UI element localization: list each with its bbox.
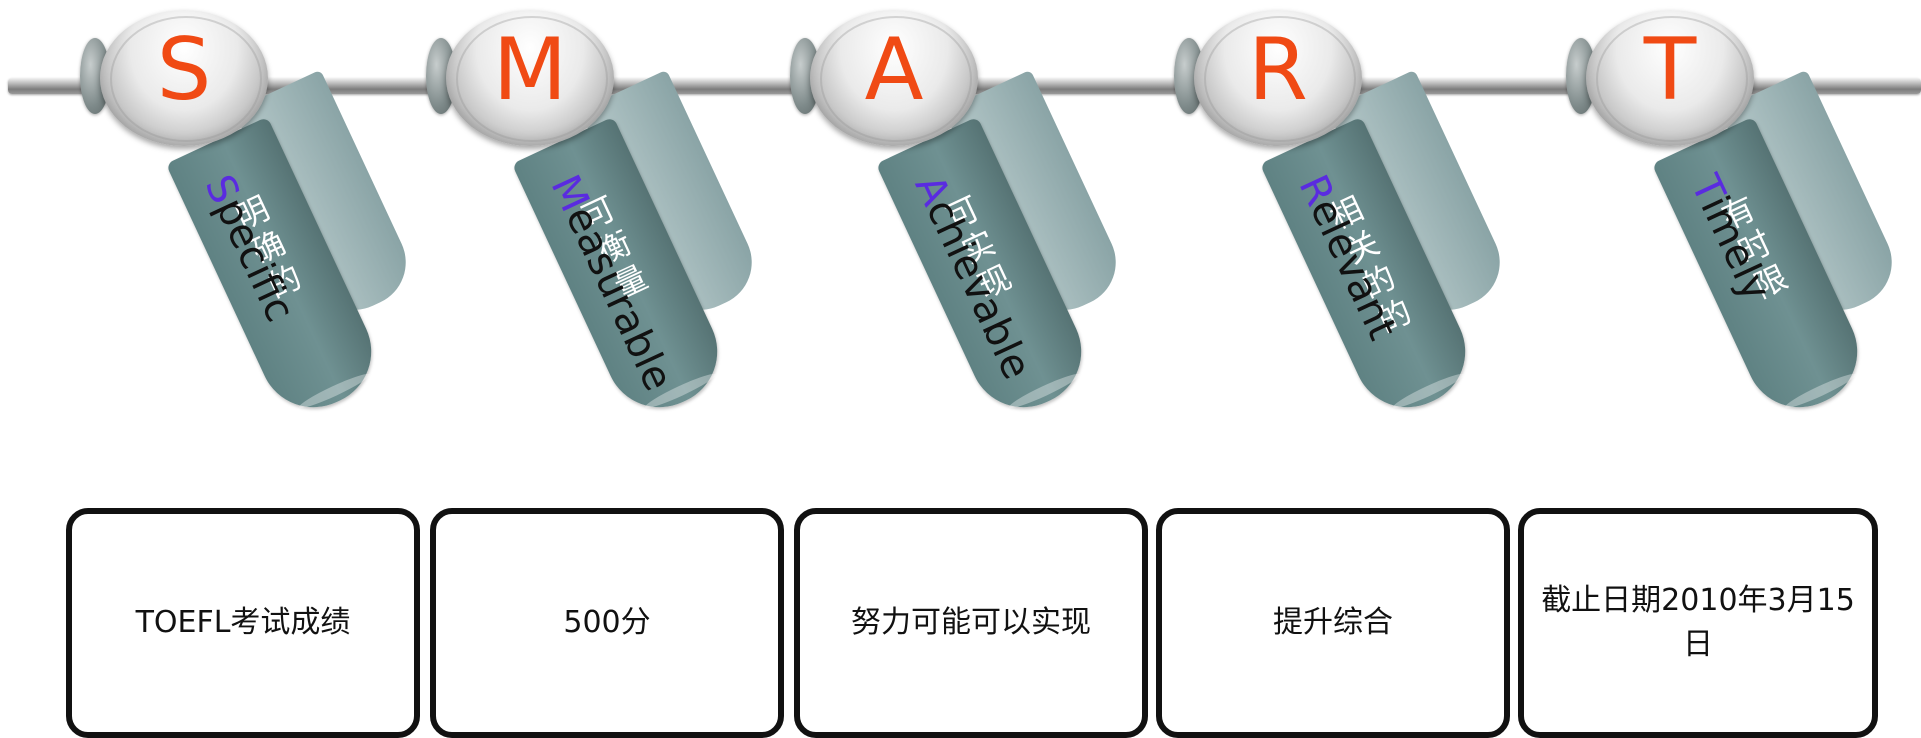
smart-column-a: 可实现 Achievable A: [714, 0, 1131, 733]
bead-s: S: [100, 10, 268, 146]
bead-letter: T: [1643, 20, 1697, 120]
bead-t: T: [1586, 10, 1754, 146]
bead-a: A: [810, 10, 978, 146]
bead-letter: S: [156, 20, 212, 120]
smart-column-t: 有时限 Timely T: [1490, 0, 1907, 733]
example-text: 截止日期2010年3月15日: [1541, 583, 1855, 662]
smart-column-r: 相关的的 Relevant R: [1098, 0, 1515, 733]
example-box-achievable: 努力可能可以实现: [794, 508, 1148, 738]
bead-r: R: [1194, 10, 1362, 146]
example-box-measurable: 500分: [430, 508, 784, 738]
example-text: 500分: [563, 605, 651, 640]
example-text: TOEFL考试成绩: [135, 605, 351, 640]
tag-shine: [1783, 369, 1858, 412]
example-box-timely: 截止日期2010年3月15日: [1518, 508, 1878, 738]
bead-letter: A: [864, 20, 924, 120]
bead-rim: [820, 16, 972, 142]
smart-column-m: 可衡量 Measurable M: [350, 0, 767, 733]
example-text: 提升综合: [1273, 605, 1393, 640]
bead-m: M: [446, 10, 614, 146]
example-text: 努力可能可以实现: [851, 605, 1091, 640]
example-box-relevant: 提升综合: [1156, 508, 1510, 738]
bead-letter: R: [1248, 20, 1308, 120]
example-box-specific: TOEFL考试成绩: [66, 508, 420, 738]
tag-shine: [1391, 369, 1466, 412]
bead-rim: [110, 16, 262, 142]
bead-rim: [456, 16, 608, 142]
smart-column-s: 明确的 Specific S: [4, 0, 421, 733]
bead-letter: M: [492, 20, 568, 120]
bead-rim: [1204, 16, 1356, 142]
bead-rim: [1596, 16, 1748, 142]
